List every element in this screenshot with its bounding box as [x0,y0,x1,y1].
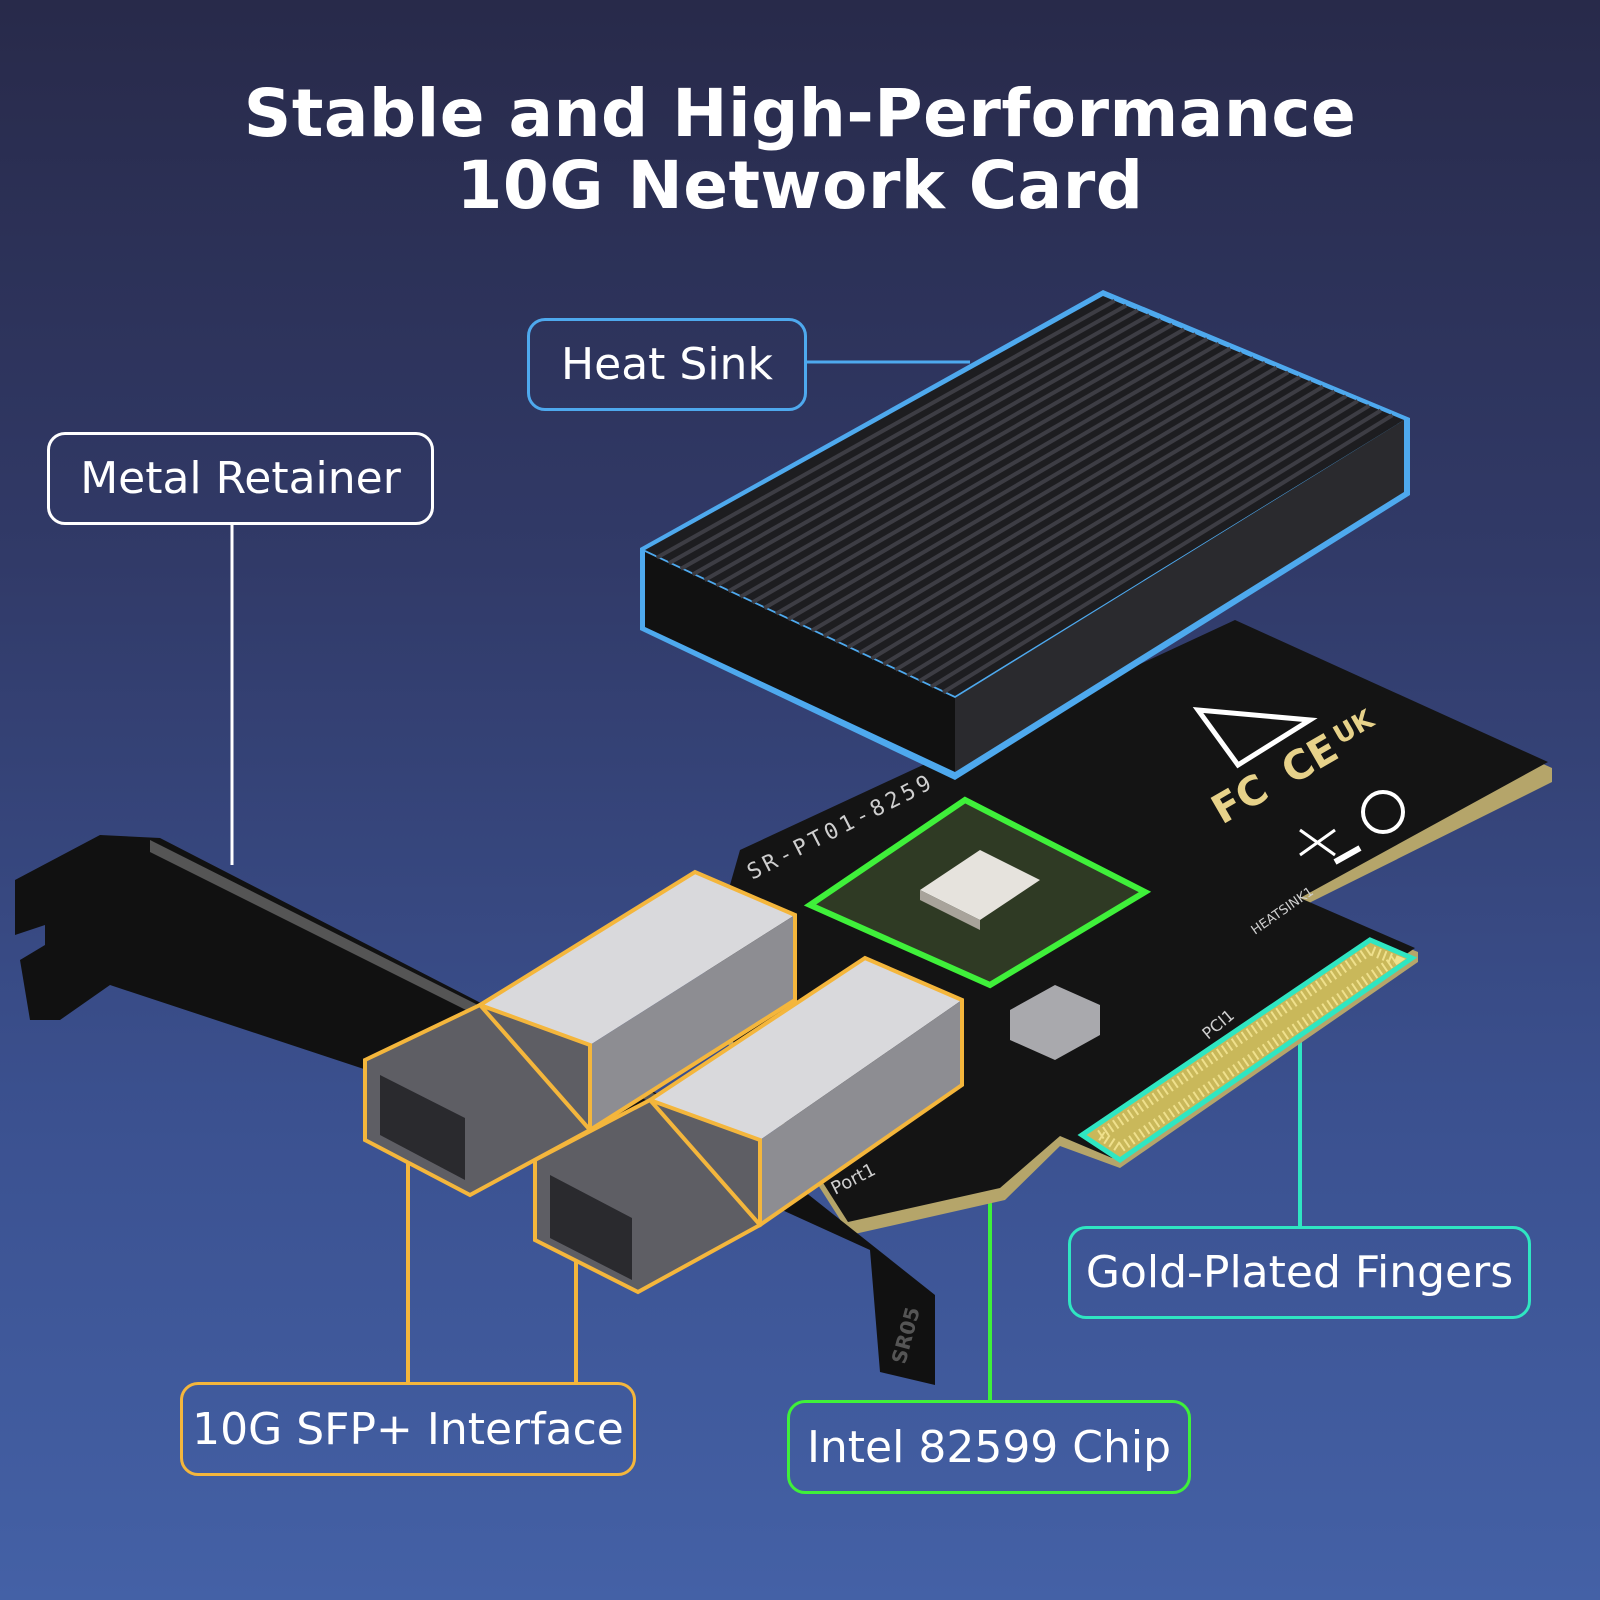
heat-sink-fin [894,394,1348,672]
heat-sink-fin [667,303,1128,565]
heat-sink-fin [763,341,1220,610]
heat-sink-fin [810,361,1267,633]
heat-sink-fin [739,332,1197,599]
esd-warning-icon [1192,707,1318,769]
metal-retainer-label: Metal Retainer [47,432,434,525]
heat-sink-fin [655,299,1116,560]
title-line-2: 10G Network Card [456,147,1144,224]
heat-sink-fin [787,351,1243,622]
metal-retainer-label-text: Metal Retainer [80,453,401,504]
heat-sink-fin [727,327,1186,594]
heat-sink-fin [703,318,1162,582]
heat-sink-fin [882,389,1336,667]
heat-sink-fin [834,370,1290,644]
inductor [1010,985,1100,1060]
sfp-interface-label: 10G SFP+ Interface [180,1382,636,1476]
sfp-cage-1 [363,869,797,1198]
heat-sink-fin [846,375,1301,650]
heat-sink-fin [798,356,1255,627]
heat-sink-fin [679,308,1139,571]
heat-sink-fin [870,384,1324,661]
heat-sink-fin [930,408,1382,689]
heat-sink-label-text: Heat Sink [561,339,773,390]
page-title: Stable and High-Performance 10G Network … [0,78,1600,222]
weee-bin-icon [1299,828,1362,865]
heat-sink-fin [775,346,1232,616]
heat-sink-fin [858,380,1313,655]
gold-fingers [1077,937,1418,1164]
gold-fingers-label-text: Gold-Plated Fingers [1085,1247,1514,1298]
rohs-icon [1361,790,1405,834]
heat-sink-fin [906,399,1359,678]
heat-sink-fin [691,313,1151,577]
chip-label: Intel 82599 Chip [787,1400,1191,1494]
chip-label-text: Intel 82599 Chip [806,1421,1172,1473]
heat-sink-fin [751,337,1209,605]
heat-sink-label: Heat Sink [527,318,807,411]
gold-fingers-label: Gold-Plated Fingers [1068,1226,1531,1319]
heat-sink-fin [942,413,1394,695]
title-line-1: Stable and High-Performance [243,75,1357,152]
sfp-cage-2 [533,955,964,1295]
sfp-interface-label-text: 10G SFP+ Interface [192,1403,624,1455]
intel-chip [803,796,1152,989]
heat-sink-fin [918,403,1371,683]
heat-sink-fin [822,365,1278,638]
heat-sink [640,290,1410,780]
heat-sink-fin [715,322,1174,588]
